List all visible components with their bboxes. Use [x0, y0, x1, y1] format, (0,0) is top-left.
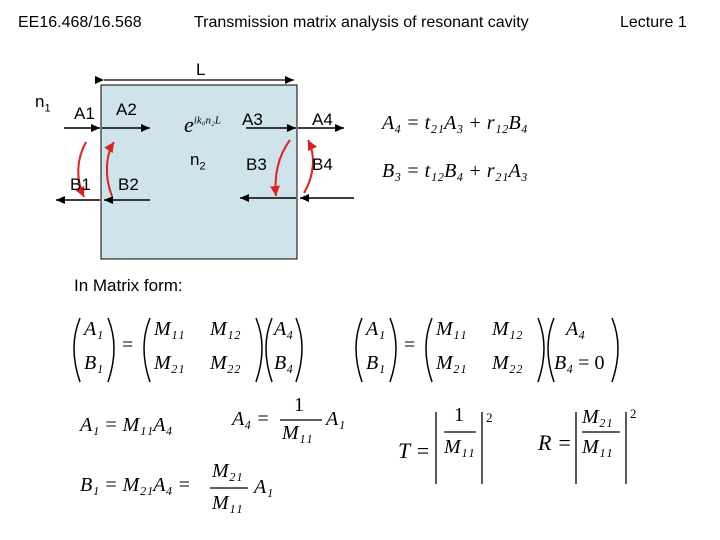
equation-b3: B₃ = t₁₂B₄ + r₂₁A₃ [382, 160, 528, 182]
wave-label-a4: A4 [312, 110, 333, 129]
slide-title: Transmission matrix analysis of resonant… [194, 14, 529, 31]
mat-m11-right: M₁₁ [436, 318, 467, 340]
paren-r3-open [547, 317, 555, 383]
frac-a4-num: 1 [294, 394, 304, 416]
wave-label-b2: B2 [118, 175, 139, 194]
mat-m11: M₁₁ [154, 318, 185, 340]
reflection-lhs: R = [538, 430, 572, 455]
n1-label: n1 [35, 92, 51, 115]
frac-b1-factor: A₁ [254, 476, 274, 498]
reflection-arrow-right [270, 139, 291, 197]
reflection-exponent: 2 [630, 406, 637, 421]
mat-m22: M₂₂ [210, 352, 241, 374]
matrix-form-label: In Matrix form: [74, 276, 183, 295]
wave-label-a2: A2 [116, 100, 137, 119]
lecture-label: Lecture 1 [620, 14, 687, 31]
wave-label-b1: B1 [70, 175, 91, 194]
vec-b4-zero: B₄ = 0 [554, 352, 605, 374]
paren-r2-close [537, 317, 545, 383]
transmission-exponent: 2 [486, 410, 493, 425]
length-label: L [196, 60, 206, 79]
vec-a1-right: A₁ [366, 318, 386, 340]
frac-b1-den: M₁₁ [212, 492, 243, 514]
wave-label-b4: B4 [312, 155, 333, 174]
phase-factor: eik₀n₂L [184, 112, 221, 137]
mat-m22-right: M₂₂ [492, 352, 523, 374]
mat-m21: M₂₁ [154, 352, 185, 374]
mat-m21-right: M₂₁ [436, 352, 467, 374]
paren-l3-close [295, 317, 303, 383]
wave-label-a3: A3 [242, 110, 263, 129]
course-code: EE16.468/16.568 [18, 14, 142, 31]
frac-a4-factor: A₁ [326, 408, 346, 430]
transmission-lhs: T = [398, 438, 431, 463]
reflection-arrow-left [75, 141, 87, 198]
wave-label-b3: B3 [246, 155, 267, 174]
paren-l2-close [255, 317, 263, 383]
cavity-region [100, 84, 298, 260]
frac-b1-num: M₂₁ [212, 460, 243, 482]
paren-l1-close [107, 317, 115, 383]
equation-a1: A₁ = M₁₁A₄ [80, 414, 173, 436]
reflection-num: M₂₁ [582, 406, 613, 428]
transmission-den: M₁₁ [444, 436, 475, 458]
vec-a4-right: A₄ [566, 318, 586, 340]
equals-left: = [122, 334, 134, 356]
transmission-num: 1 [454, 404, 464, 426]
equation-b1: B₁ = M₂₁A₄ = [80, 474, 191, 496]
equals-right: = [404, 334, 416, 356]
paren-r3-close [611, 317, 619, 383]
reflection-den: M₁₁ [582, 436, 613, 458]
vec-b1-right: B₁ [366, 352, 386, 374]
transmission-arrow-left [104, 141, 115, 197]
paren-l1-open [73, 317, 81, 383]
equation-a4-lhs: A₄ = [232, 408, 270, 430]
vec-a4: A₄ [274, 318, 294, 340]
mat-m12: M₁₂ [210, 318, 241, 340]
vec-a1: A₁ [84, 318, 104, 340]
mat-m12-right: M₁₂ [492, 318, 523, 340]
wave-label-a1: A1 [74, 104, 95, 123]
paren-r1-close [389, 317, 397, 383]
paren-l3-open [265, 317, 273, 383]
vec-b4: B₄ [274, 352, 294, 374]
frac-a4-den: M₁₁ [282, 422, 313, 444]
transmission-arrow-right [303, 139, 317, 194]
equation-a4: A₄ = t₂₁A₃ + r₁₂B₄ [382, 112, 528, 134]
n2-label: n2 [190, 150, 206, 173]
paren-r1-open [355, 317, 363, 383]
paren-r2-open [425, 317, 433, 383]
vec-b1: B₁ [84, 352, 104, 374]
paren-l2-open [143, 317, 151, 383]
